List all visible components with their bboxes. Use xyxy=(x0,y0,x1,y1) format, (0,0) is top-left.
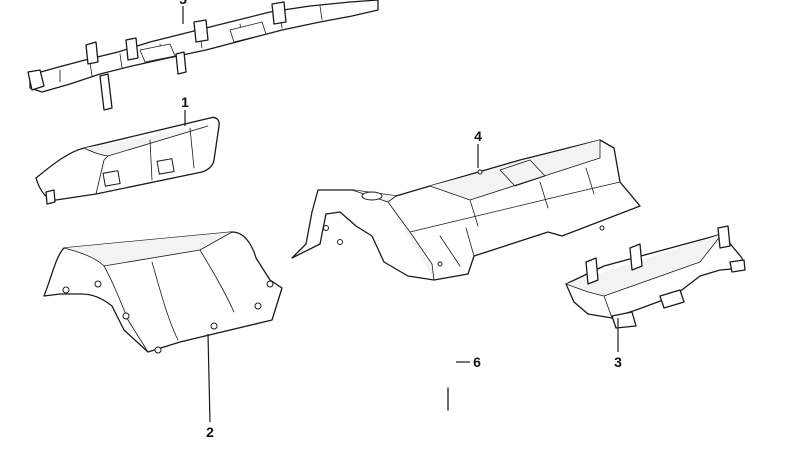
part-3-small-bracket xyxy=(565,225,746,329)
leader-2 xyxy=(207,333,211,423)
callout-4: 4 xyxy=(474,128,482,144)
callout-2: 2 xyxy=(206,424,214,440)
part-1-shield-panel xyxy=(35,116,220,205)
part-5-cross-member xyxy=(27,0,379,111)
part-6-rivet xyxy=(439,341,457,411)
part-4-tunnel-bracket xyxy=(291,139,641,281)
callout-labels: 5 1 4 6 3 2 xyxy=(179,0,622,440)
callout-1: 1 xyxy=(181,94,189,110)
callout-6: 6 xyxy=(473,354,481,370)
callout-5: 5 xyxy=(179,0,187,7)
part-2-tunnel-cover xyxy=(43,231,283,354)
leader-lines xyxy=(182,6,619,423)
callout-3: 3 xyxy=(614,354,622,370)
